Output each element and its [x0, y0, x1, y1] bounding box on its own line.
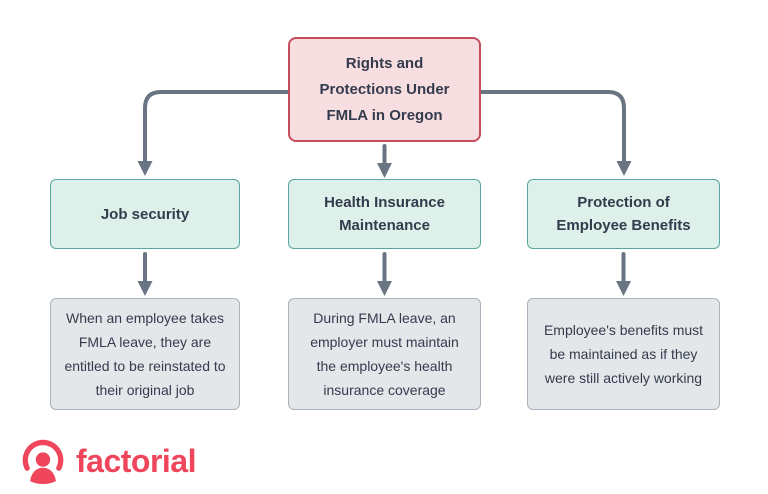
description-node-job-security: When an employee takes FMLA leave, they … — [50, 298, 240, 410]
category-node-job-security: Job security — [50, 179, 240, 249]
description-node-health-insurance: During FMLA leave, an employer must main… — [288, 298, 481, 410]
description-text: When an employee takes FMLA leave, they … — [64, 310, 226, 398]
category-label: Job security — [100, 205, 190, 223]
connector-root-to-right — [479, 90, 626, 163]
factorial-logo: factorial — [20, 437, 196, 485]
arrowhead — [377, 281, 392, 296]
arrowhead — [616, 161, 632, 176]
factorial-logo-text: factorial — [76, 443, 196, 479]
arrowhead — [616, 281, 631, 296]
arrowhead — [137, 281, 153, 296]
category-node-employee-benefits: Protection of Employee Benefits — [527, 179, 720, 249]
category-label: Protection of Employee Benefits — [556, 194, 691, 234]
root-node-fmla-rights: Rights and Protections Under FMLA in Ore… — [288, 37, 481, 142]
description-text: Employee's benefits must be maintained a… — [543, 322, 704, 386]
arrowhead — [137, 161, 153, 176]
description-text: During FMLA leave, an employer must main… — [310, 310, 459, 398]
arrowhead — [377, 163, 392, 178]
category-label: Health Insurance Maintenance — [324, 194, 445, 234]
category-node-health-insurance: Health Insurance Maintenance — [288, 179, 481, 249]
factorial-person-icon — [22, 439, 64, 484]
description-node-employee-benefits: Employee's benefits must be maintained a… — [527, 298, 720, 410]
root-node-title: Rights and Protections Under FMLA in Ore… — [319, 54, 450, 124]
connector-root-to-left — [143, 90, 290, 163]
